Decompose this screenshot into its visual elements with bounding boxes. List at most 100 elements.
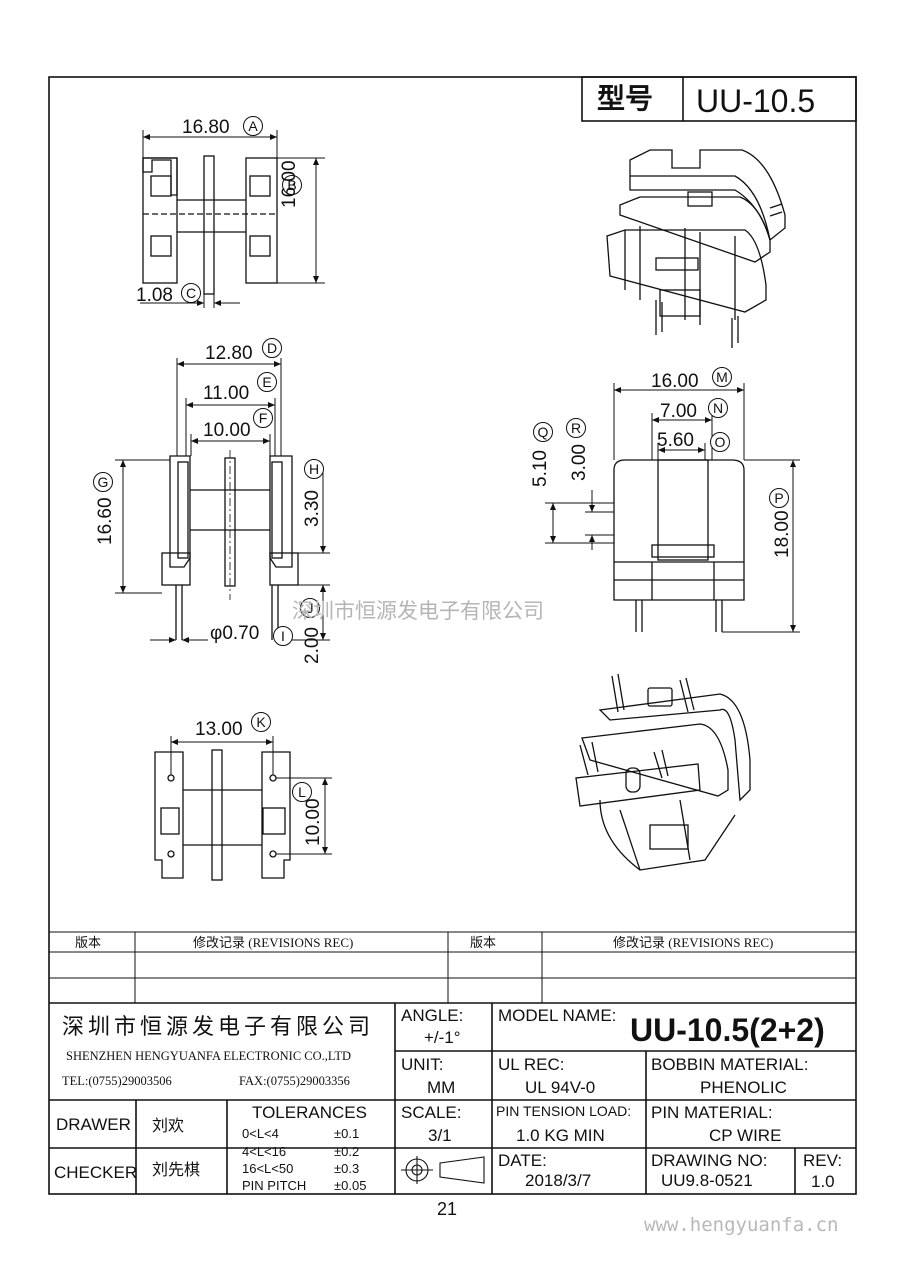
dim-pin-dia: φ0.70: [210, 623, 260, 644]
callout-i: I: [273, 626, 293, 646]
website-watermark: www.hengyuanfa.cn: [644, 1214, 839, 1236]
unit-label: UNIT:: [401, 1055, 444, 1074]
checker-label: CHECKER: [54, 1163, 138, 1182]
callout-n: N: [708, 398, 728, 418]
view-bottom-dims: [170, 736, 332, 855]
view-front: [161, 450, 299, 640]
dim-f: 10.00: [203, 420, 251, 441]
tol-range-2: 16<L<50: [242, 1161, 294, 1176]
callout-k: K: [251, 712, 271, 732]
view-front-dims: [115, 358, 330, 643]
sheet-border: [48, 76, 857, 1195]
dim-i: 2.00: [302, 627, 323, 664]
callout-b: B: [282, 175, 302, 195]
drawer-value: 刘欢: [152, 1116, 185, 1135]
drawing-no-label: DRAWING NO:: [651, 1151, 768, 1170]
callout-q: Q: [533, 422, 553, 442]
company-fax: FAX:(0755)29003356: [239, 1074, 350, 1088]
dim-p: 18.00: [772, 510, 793, 558]
dim-g: 16.60: [95, 497, 116, 545]
angle-label: ANGLE:: [401, 1006, 464, 1025]
dim-b: 16.00: [279, 160, 300, 208]
page-number: 21: [437, 1199, 458, 1219]
callout-m: M: [712, 367, 732, 387]
ul-value: UL 94V-0: [525, 1078, 596, 1097]
unit-value: MM: [427, 1078, 456, 1097]
view-bottom: [154, 749, 291, 881]
callout-d: D: [262, 338, 282, 358]
drawing-no-value: UU9.8-0521: [661, 1171, 753, 1190]
pin-tension-label: PIN TENSION LOAD:: [496, 1103, 632, 1119]
callout-f: F: [253, 408, 273, 428]
model-value: UU-10.5(2+2): [630, 1012, 825, 1048]
callout-e: E: [257, 372, 277, 392]
callout-a: A: [243, 116, 263, 136]
tol-range-0: 0<L<4: [242, 1126, 279, 1141]
dim-r: 3.00: [569, 444, 590, 481]
rev-col1: 版本: [75, 935, 102, 950]
rev-col2: 修改记录 (REVISIONS REC): [193, 935, 354, 950]
callout-g: G: [93, 472, 113, 492]
bobbin-label: BOBBIN MATERIAL:: [651, 1055, 809, 1074]
header-model: UU-10.5: [696, 83, 816, 119]
iso-view-upper: [606, 149, 786, 348]
callout-l: L: [292, 782, 312, 802]
checker-value: 刘先棋: [152, 1160, 201, 1179]
dim-h: 3.30: [302, 490, 323, 527]
company-name-en: SHENZHEN HENGYUANFA ELECTRONIC CO.,LTD: [66, 1049, 352, 1063]
pin-material-label: PIN MATERIAL:: [651, 1103, 773, 1122]
scale-label: SCALE:: [401, 1103, 462, 1122]
dim-c: 1.08: [136, 285, 173, 306]
tol-value-1: ±0.2: [334, 1144, 360, 1159]
tol-range-1: 4<L<16: [242, 1144, 287, 1159]
pin-tension-value: 1.0 KG MIN: [516, 1126, 605, 1145]
callout-h: H: [304, 459, 324, 479]
tol-value-2: ±0.3: [334, 1161, 360, 1176]
company-name-cn: 深圳市恒源发电子有限公司: [62, 1014, 375, 1039]
callout-j: J: [300, 598, 320, 618]
model-label: MODEL NAME:: [498, 1006, 617, 1025]
rev-col3: 版本: [470, 935, 497, 950]
iso-view-lower: [575, 673, 751, 871]
title-block-grid: [49, 1002, 856, 1194]
bobbin-value: PHENOLIC: [700, 1078, 787, 1097]
ul-label: UL REC:: [498, 1055, 565, 1074]
rev-col4: 修改记录 (REVISIONS REC): [613, 935, 774, 950]
tol-value-3: ±0.05: [334, 1178, 367, 1193]
angle-value: +/-1°: [424, 1028, 461, 1047]
view-top-dims: [140, 130, 325, 308]
callout-p: P: [769, 488, 789, 508]
rev-label: REV:: [803, 1151, 843, 1170]
dim-m: 16.00: [651, 371, 699, 392]
dim-d: 12.80: [205, 343, 253, 364]
callout-o: O: [710, 432, 730, 452]
header-label: 型号: [597, 82, 654, 115]
dim-a: 16.80: [182, 117, 230, 138]
pin-material-value: CP WIRE: [709, 1126, 782, 1145]
tol-range-3: PIN PITCH: [242, 1178, 307, 1193]
view-top: [142, 155, 278, 295]
dim-l: 10.00: [303, 798, 324, 846]
callout-r: R: [566, 418, 586, 438]
tolerances-label: TOLERANCES: [252, 1103, 367, 1122]
view-side-dims: [545, 383, 800, 633]
rev-value: 1.0: [811, 1172, 835, 1191]
dim-o: 5.60: [657, 430, 694, 451]
watermark-center: 深圳市恒源发电子有限公司: [292, 599, 544, 623]
projection-symbol: [401, 1156, 485, 1184]
dim-n: 7.00: [660, 401, 697, 422]
company-tel: TEL:(0755)29003506: [62, 1074, 172, 1088]
tol-value-0: ±0.1: [334, 1126, 360, 1141]
date-label: DATE:: [498, 1151, 547, 1170]
date-value: 2018/3/7: [525, 1171, 592, 1190]
dim-q: 5.10: [530, 450, 551, 487]
view-side: [613, 459, 745, 632]
drawer-label: DRAWER: [56, 1115, 131, 1134]
dim-e: 11.00: [203, 383, 250, 404]
revision-table: [49, 931, 856, 1003]
header-box: [581, 76, 857, 122]
callout-c: C: [181, 283, 201, 303]
dim-j: 13.00: [195, 719, 243, 740]
